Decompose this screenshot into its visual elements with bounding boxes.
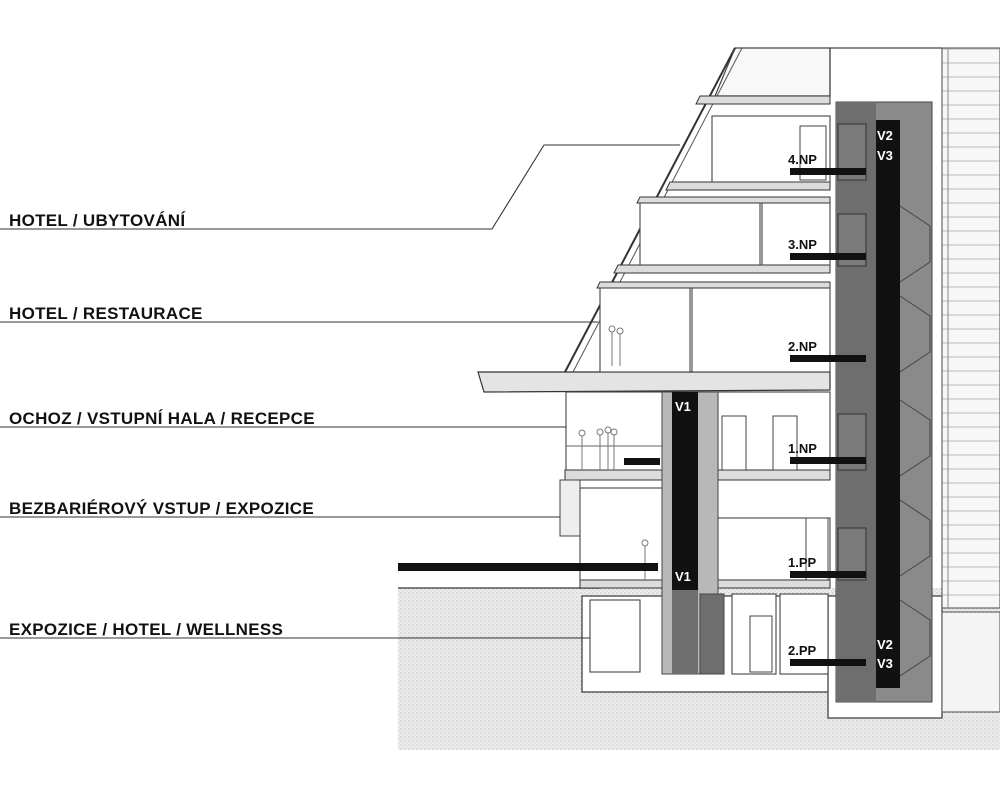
- lift-core-v1: [661, 391, 725, 675]
- access-arrows: [398, 168, 866, 666]
- floor-tag-3np: 3.NP: [788, 237, 817, 252]
- arrow-1np-bar: [790, 457, 866, 464]
- floor-tag-4np: 4.NP: [788, 152, 817, 167]
- lift-tag-v2-bottom: V2: [877, 637, 893, 652]
- leader-hotel-ubytovani: [0, 144, 680, 230]
- label-hotel-restaurace: HOTEL / RESTAURACE: [9, 304, 203, 323]
- lift-tag-v2-top: V2: [877, 128, 893, 143]
- label-ochoz: OCHOZ / VSTUPNÍ HALA / RECEPCE: [9, 409, 315, 428]
- arrow-2np-bar: [790, 355, 866, 362]
- floor-tag-2np: 2.NP: [788, 339, 817, 354]
- arrow-street-bar: [398, 563, 658, 571]
- lift-core-v2-v3: [835, 101, 933, 703]
- lift-tags: V1 V1 V2 V3 V2 V3: [675, 128, 893, 671]
- lift-tag-v3-bottom: V3: [877, 656, 893, 671]
- neighbour-facade: [941, 47, 1000, 713]
- arrow-4np-bar: [790, 168, 866, 175]
- arrow-2pp-bar: [790, 659, 866, 666]
- label-hotel-ubytovani: HOTEL / UBYTOVÁNÍ: [9, 211, 186, 230]
- lift-tag-v3-top: V3: [877, 148, 893, 163]
- people-figures: [578, 325, 649, 580]
- arrow-1pp-bar: [790, 571, 866, 578]
- label-expozice: EXPOZICE / HOTEL / WELLNESS: [9, 620, 283, 639]
- label-bezbarierovy: BEZBARIÉROVÝ VSTUP / EXPOZICE: [9, 499, 314, 518]
- floor-tags: 4.NP 3.NP 2.NP 1.NP 1.PP 2.PP: [788, 152, 817, 658]
- zone-labels: HOTEL / UBYTOVÁNÍ HOTEL / RESTAURACE OCH…: [9, 211, 315, 639]
- lift-tag-v1-top: V1: [675, 399, 691, 414]
- lift-tag-v1-bottom: V1: [675, 569, 691, 584]
- arrow-3np-bar: [790, 253, 866, 260]
- floor-tag-1pp: 1.PP: [788, 555, 817, 570]
- leader-lines: [0, 144, 680, 639]
- floor-tag-2pp: 2.PP: [788, 643, 817, 658]
- arrow-lobby-bar: [624, 458, 660, 465]
- floor-tag-1np: 1.NP: [788, 441, 817, 456]
